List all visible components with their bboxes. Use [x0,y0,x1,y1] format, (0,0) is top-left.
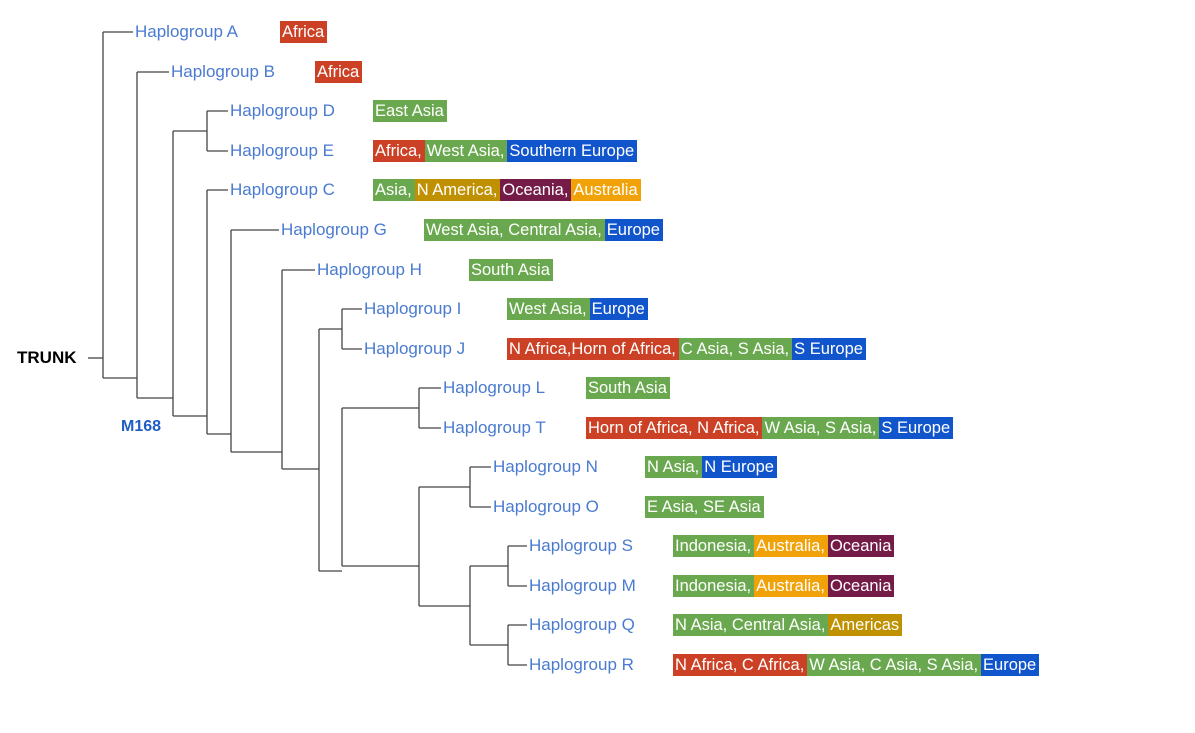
haplogroup-s-label: Haplogroup S [529,535,633,557]
haplogroup-name: Haplogroup T [443,418,546,437]
haplogroup-r-label: Haplogroup R [529,654,634,676]
region-tag: E Asia, SE Asia [645,496,764,518]
haplogroup-name: Haplogroup E [230,141,334,160]
m168-node-label: M168 [121,418,162,435]
region-tag: N Asia, Central Asia, [673,614,829,636]
region-tag: Oceania [827,575,895,597]
haplogroup-q-label: Haplogroup Q [529,614,635,636]
region-tag: Africa [315,61,363,83]
haplogroup-a-regions: Africa [280,21,328,43]
haplogroup-t-label: Haplogroup T [443,417,546,439]
haplogroup-e-regions: Africa,West Asia,Southern Europe [373,140,638,162]
haplogroup-name: Haplogroup J [364,339,466,358]
haplogroup-h-regions: South Asia [469,259,553,281]
region-tag: Europe [589,298,648,320]
haplogroup-name: Haplogroup R [529,655,634,674]
haplogroup-g-label: Haplogroup G [281,219,387,241]
region-tag: Oceania, [500,179,572,201]
region-tag: Africa, [373,140,425,162]
region-tag: South Asia [586,377,670,399]
region-tag: N Africa, C Africa, [673,654,808,676]
region-tag: Americas [828,614,903,636]
haplogroup-o-regions: E Asia, SE Asia [645,496,764,518]
haplogroup-r-regions: N Africa, C Africa,W Asia, C Asia, S Asi… [673,654,1040,676]
region-tag: Indonesia, [673,575,755,597]
haplogroup-name: Haplogroup A [135,22,239,41]
region-tag: Australia [571,179,641,201]
region-tag: Southern Europe [507,140,638,162]
haplogroup-a-label: Haplogroup A [135,21,238,43]
region-tag: Oceania [827,535,895,557]
haplogroup-q-regions: N Asia, Central Asia,Americas [673,614,903,636]
region-tag: Africa [280,21,328,43]
haplogroup-name: Haplogroup G [281,220,387,239]
haplogroup-name: Haplogroup H [317,260,422,279]
haplogroup-name: Haplogroup Q [529,615,635,634]
haplogroup-d-regions: East Asia [373,100,447,122]
haplogroup-m-regions: Indonesia,Australia,Oceania [673,575,895,597]
haplogroup-b-regions: Africa [315,61,363,83]
haplogroup-name: Haplogroup C [230,180,335,199]
haplogroup-d-label: Haplogroup D [230,100,335,122]
haplogroup-c-regions: Asia,N America,Oceania,Australia [373,179,641,201]
haplogroup-name: Haplogroup L [443,378,546,397]
region-tag: Europe [604,219,663,241]
haplogroup-h-label: Haplogroup H [317,259,422,281]
region-tag: S Europe [792,338,866,360]
haplogroup-name: Haplogroup O [493,497,599,516]
region-tag: Indonesia, [673,535,755,557]
haplogroup-name: Haplogroup N [493,457,598,476]
haplogroup-l-label: Haplogroup L [443,377,545,399]
haplogroup-j-label: Haplogroup J [364,338,465,360]
region-tag: S Europe [879,417,954,439]
region-tag: C Asia, S Asia, [678,338,793,360]
trunk-label: TRUNK [17,348,77,367]
region-tag: W Asia, C Asia, S Asia, [807,654,982,676]
haplogroup-n-regions: N Asia,N Europe [645,456,777,478]
region-tag: N Asia, [645,456,703,478]
region-tag: Europe [981,654,1040,676]
region-tag: W Asia, S Asia, [762,417,880,439]
region-tag: Australia, [754,575,828,597]
region-tag: N Europe [702,456,777,478]
region-tag: West Asia, [424,140,508,162]
region-tag: N America, [414,179,501,201]
haplogroup-m-label: Haplogroup M [529,575,636,597]
haplogroup-o-label: Haplogroup O [493,496,599,518]
region-tag: East Asia [373,100,447,122]
haplogroup-e-label: Haplogroup E [230,140,334,162]
haplogroup-b-label: Haplogroup B [171,61,275,83]
haplogroup-name: Haplogroup D [230,101,335,120]
haplogroup-s-regions: Indonesia,Australia,Oceania [673,535,895,557]
haplogroup-c-label: Haplogroup C [230,179,335,201]
region-tag: N Africa,Horn of Africa, [507,338,679,360]
haplogroup-name: Haplogroup S [529,536,633,555]
haplogroup-t-regions: Horn of Africa, N Africa,W Asia, S Asia,… [586,417,954,439]
region-tag: South Asia [469,259,553,281]
haplogroup-n-label: Haplogroup N [493,456,598,478]
haplogroup-name: Haplogroup M [529,576,636,595]
haplogroup-i-label: Haplogroup I [364,298,461,320]
haplogroup-i-regions: West Asia,Europe [507,298,648,320]
region-tag: Asia, [373,179,415,201]
haplogroup-g-regions: West Asia, Central Asia,Europe [424,219,663,241]
haplogroup-l-regions: South Asia [586,377,670,399]
region-tag: West Asia, Central Asia, [424,219,605,241]
haplogroup-name: Haplogroup B [171,62,275,81]
region-tag: West Asia, [507,298,590,320]
haplogroup-j-regions: N Africa,Horn of Africa,C Asia, S Asia,S… [507,338,866,360]
region-tag: Australia, [754,535,828,557]
haplogroup-name: Haplogroup I [364,299,462,318]
region-tag: Horn of Africa, N Africa, [586,417,763,439]
